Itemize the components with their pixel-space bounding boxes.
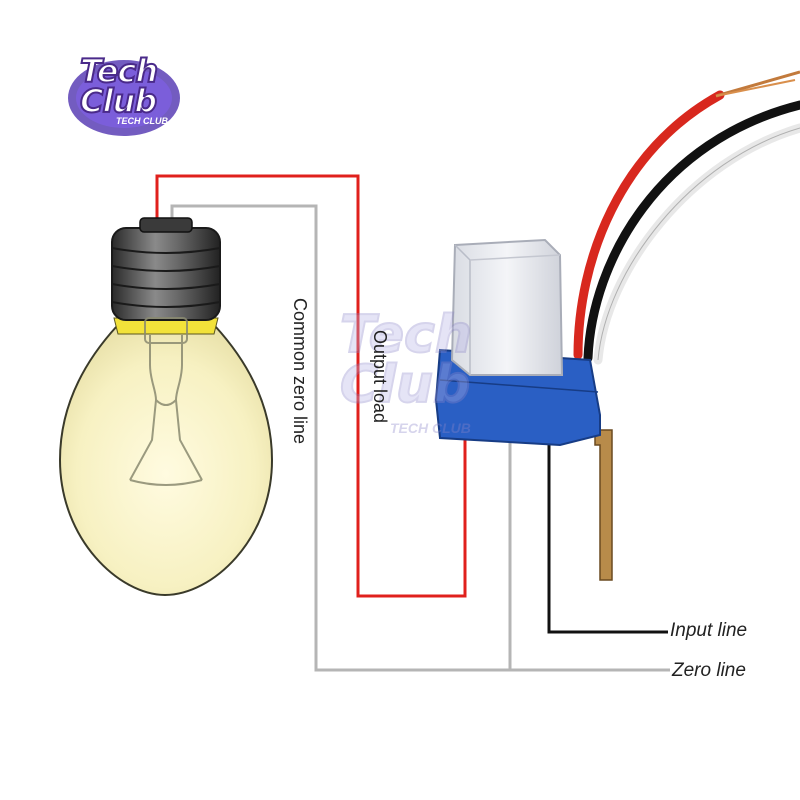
input-line-label: Input line [670, 620, 748, 641]
input-line-wire [547, 440, 668, 634]
brand-logo: Tech Club TECH CLUB [62, 52, 182, 142]
logo-subtitle: TECH CLUB [116, 116, 168, 126]
output-load-label: Output load [370, 330, 390, 424]
zero-line-label: Zero line [672, 660, 746, 681]
logo-title: Tech Club [79, 52, 159, 120]
logo-badge-icon [68, 60, 180, 136]
light-bulb-icon [58, 217, 274, 597]
neutral-wires [170, 204, 670, 672]
output-load-wire [155, 174, 467, 598]
common-zero-wire [170, 204, 670, 672]
common-zero-line-label: Common zero line [290, 298, 310, 445]
photocell-switch-icon [434, 70, 800, 581]
